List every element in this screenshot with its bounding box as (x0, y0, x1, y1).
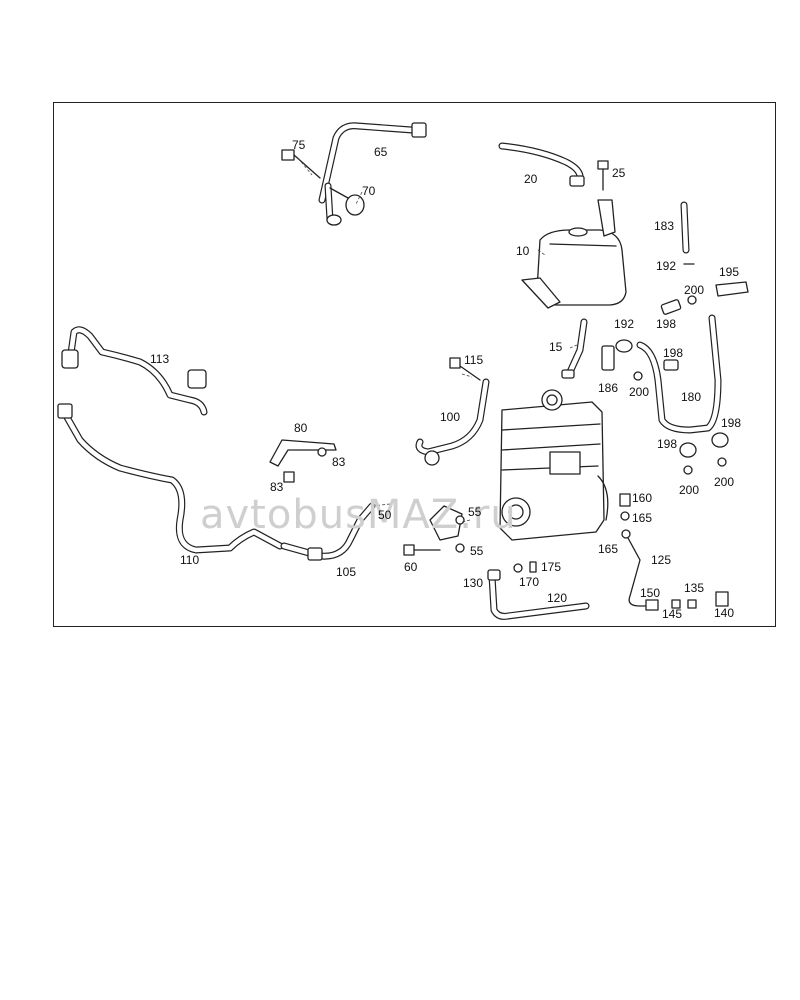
callout-75: 75 (292, 138, 306, 152)
callout-125: 125 (651, 553, 672, 567)
callout-145: 145 (662, 607, 683, 621)
callout-20: 20 (524, 172, 538, 186)
callout-160: 160 (632, 491, 653, 505)
fittings-135-145-140 (645, 591, 729, 611)
callout-195: 195 (719, 265, 740, 279)
pipe-100 (415, 378, 490, 466)
callout-192-b: 192 (614, 317, 635, 331)
callout-165-a: 165 (632, 511, 653, 525)
callout-50: 50 (378, 508, 392, 522)
pipe-120 (487, 561, 590, 620)
screw-25 (597, 160, 609, 191)
callout-198-d: 198 (657, 437, 678, 451)
bolt-75 (281, 149, 321, 179)
tank-10 (521, 199, 627, 309)
callout-83-a: 83 (332, 455, 346, 469)
bracket-195 (715, 281, 749, 297)
callout-198-a: 198 (656, 317, 677, 331)
diagram-frame (53, 102, 776, 627)
callout-135: 135 (684, 581, 705, 595)
callout-105: 105 (336, 565, 357, 579)
callout-198-c: 198 (721, 416, 742, 430)
callout-130: 130 (463, 576, 484, 590)
hose-110 (57, 403, 284, 554)
callout-200-c: 200 (679, 483, 700, 497)
bracket-80 (269, 439, 337, 483)
callout-15: 15 (549, 340, 563, 354)
callout-65: 65 (374, 145, 388, 159)
callout-192-a: 192 (656, 259, 677, 273)
bolt-115 (449, 357, 481, 381)
sleeve-198-top (660, 295, 697, 315)
bolt-60 (403, 544, 441, 556)
callout-115: 115 (464, 353, 484, 367)
callout-170: 170 (519, 575, 540, 589)
callout-70: 70 (362, 184, 376, 198)
hose-20 (498, 142, 585, 187)
leader-lines (297, 157, 578, 523)
hose-105 (280, 502, 376, 561)
callout-200-b: 200 (629, 385, 650, 399)
compressor-body (499, 389, 609, 541)
callout-55-a: 55 (468, 505, 482, 519)
callout-25: 25 (612, 166, 626, 180)
callout-83-b: 83 (270, 480, 284, 494)
callout-60: 60 (404, 560, 418, 574)
pipe-125 (619, 493, 653, 607)
callout-198-b: 198 (663, 346, 684, 360)
callout-10: 10 (516, 244, 530, 258)
callout-55-b: 55 (470, 544, 484, 558)
hose-15 (561, 318, 588, 379)
pipe-65 (318, 122, 427, 226)
callout-100: 100 (440, 410, 461, 424)
callout-175: 175 (541, 560, 562, 574)
callout-113: 113 (150, 352, 170, 366)
hose-180 (636, 314, 722, 434)
callout-150: 150 (640, 586, 661, 600)
callout-180: 180 (681, 390, 702, 404)
callout-165-b: 165 (598, 542, 619, 556)
sleeve-186 (601, 339, 633, 371)
watermark: avtobusMAZ.ru (200, 492, 517, 538)
callout-183: 183 (654, 219, 675, 233)
hose-113 (61, 326, 208, 416)
callout-110: 110 (180, 553, 200, 567)
callout-200-a: 200 (684, 283, 705, 297)
callout-140: 140 (714, 606, 735, 620)
gasket-50 (429, 505, 465, 553)
callout-200-d: 200 (714, 475, 735, 489)
callout-80: 80 (294, 421, 308, 435)
sleeves-198-200-lower (679, 432, 729, 475)
callout-186: 186 (598, 381, 619, 395)
sleeve-198-mid (633, 359, 679, 381)
callout-120: 120 (547, 591, 568, 605)
hose-183 (680, 201, 695, 265)
